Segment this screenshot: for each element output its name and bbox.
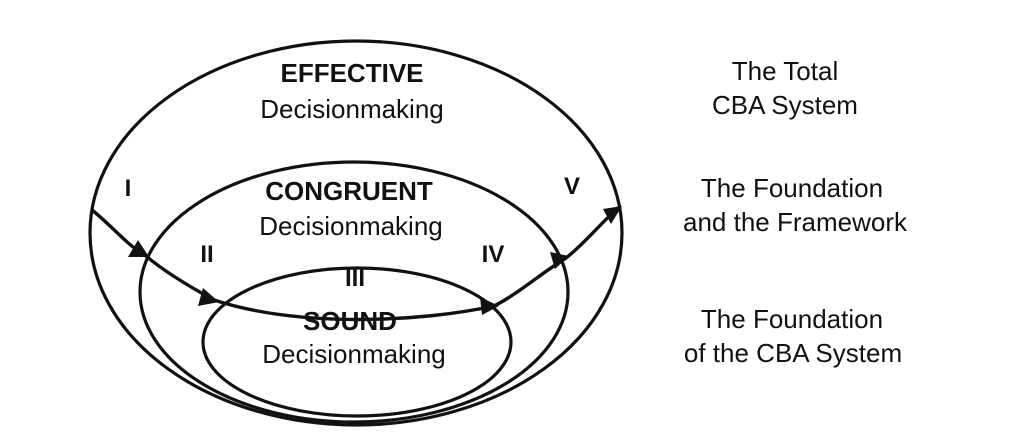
arrowhead-stage-1 [128,240,149,257]
arrowhead-stage-3 [480,297,499,315]
description-total-line-2: CBA System [712,90,858,120]
effective-subtitle: Decisionmaking [260,94,444,124]
stage-label-2: II [200,241,213,268]
outer-ellipse-effective [88,39,624,427]
arrowhead-stage-5 [603,206,622,224]
description-total-line-1: The Total [732,56,838,86]
stage-label-4: IV [482,241,505,268]
description-foundation-line-2: of the CBA System [684,338,902,368]
sound-subtitle: Decisionmaking [262,339,446,369]
effective-title: EFFECTIVE [280,58,423,88]
arrowhead-stage-2 [198,288,219,306]
description-foundation-framework-line-2: and the Framework [683,207,908,237]
stage-label-1: I [125,175,132,202]
stage-label-3: III [345,265,365,292]
description-foundation-line-1: The Foundation [701,304,883,334]
middle-ellipse-congruent [138,160,570,424]
arrowhead-stage-4 [550,252,569,269]
stage-label-5: V [564,173,580,200]
sound-title: SOUND [303,306,397,336]
description-foundation-framework-line-1: The Foundation [701,173,883,203]
inner-ellipse-sound [201,266,513,418]
congruent-subtitle: Decisionmaking [259,211,443,241]
congruent-title: CONGRUENT [265,176,433,206]
